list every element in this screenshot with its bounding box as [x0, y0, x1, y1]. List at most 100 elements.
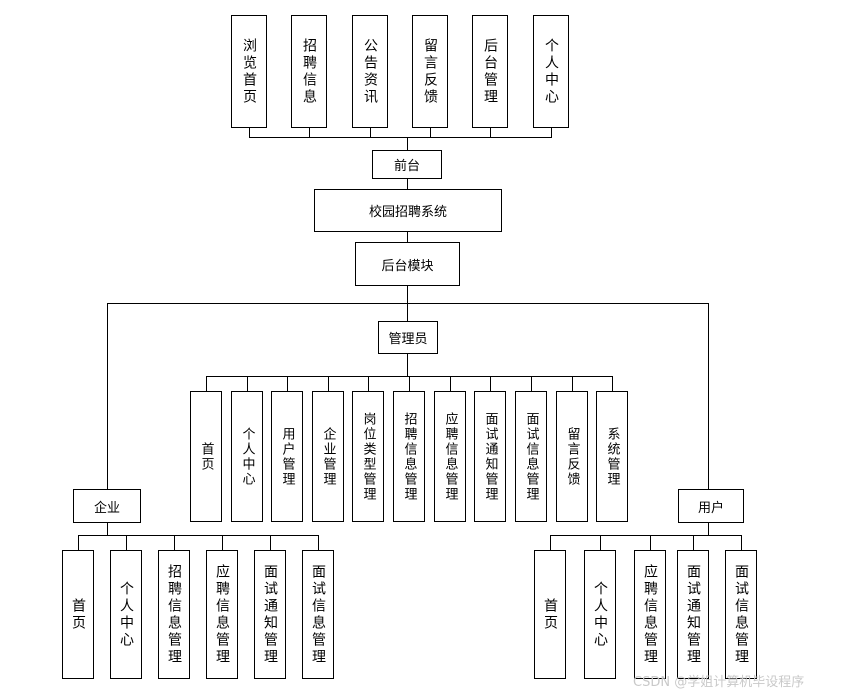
connector — [409, 376, 410, 391]
frontend-item-recruitment-info: 招聘信息 — [291, 15, 327, 128]
connector — [407, 179, 408, 189]
admin-item-label: 首页 — [198, 441, 214, 472]
connector — [708, 303, 709, 489]
connector — [430, 128, 431, 137]
frontend-item-personal-center: 个人中心 — [533, 15, 569, 128]
connector — [600, 535, 601, 550]
connector — [407, 354, 408, 376]
admin-item-system-management: 系统管理 — [596, 391, 628, 522]
connector — [450, 376, 451, 391]
connector — [249, 128, 250, 137]
user-item-home: 首页 — [534, 550, 566, 679]
admin-item-label: 留言反馈 — [564, 426, 580, 487]
connector — [247, 376, 248, 391]
user-item-label: 首页 — [542, 597, 558, 632]
admin-item-label: 招聘信息管理 — [401, 411, 417, 502]
connector — [107, 303, 108, 489]
admin-item-company-management: 企业管理 — [312, 391, 344, 522]
connector — [550, 535, 551, 550]
admin-node: 管理员 — [378, 321, 438, 354]
frontend-item-label: 招聘信息 — [301, 37, 317, 106]
connector — [206, 376, 207, 391]
connector — [693, 535, 694, 550]
admin-item-label: 岗位类型管理 — [360, 411, 376, 502]
company-node: 企业 — [73, 489, 141, 523]
connector — [368, 376, 369, 391]
system-root-node: 校园招聘系统 — [314, 189, 502, 232]
connector — [270, 535, 271, 550]
connector — [287, 376, 288, 391]
backend-node: 后台模块 — [355, 242, 460, 286]
admin-item-label: 个人中心 — [239, 426, 255, 487]
frontend-item-browse-home: 浏览首页 — [231, 15, 267, 128]
connector — [550, 535, 742, 536]
admin-item-label: 应聘信息管理 — [442, 411, 458, 502]
connector — [249, 137, 552, 138]
user-node: 用户 — [678, 489, 744, 523]
user-item-interview-notice-management: 面试通知管理 — [677, 550, 709, 679]
connector — [126, 535, 127, 550]
connector — [407, 232, 408, 242]
connector — [551, 128, 552, 137]
connector — [328, 376, 329, 391]
admin-item-label: 面试信息管理 — [523, 411, 539, 502]
company-item-interview-info-management: 面试信息管理 — [302, 550, 334, 679]
connector — [78, 535, 319, 536]
admin-item-user-management: 用户管理 — [271, 391, 303, 522]
connector — [370, 128, 371, 137]
watermark: CSDN @学姐计算机毕设程序 — [633, 675, 805, 690]
admin-item-personal-center: 个人中心 — [231, 391, 263, 522]
frontend-item-label: 留言反馈 — [422, 37, 438, 106]
connector — [222, 535, 223, 550]
admin-item-label: 面试通知管理 — [482, 411, 498, 502]
user-item-label: 应聘信息管理 — [642, 563, 658, 666]
company-item-label: 面试信息管理 — [310, 563, 326, 666]
admin-item-job-type-management: 岗位类型管理 — [352, 391, 384, 522]
admin-item-feedback: 留言反馈 — [556, 391, 588, 522]
connector — [708, 523, 709, 535]
admin-item-application-info-management: 应聘信息管理 — [434, 391, 466, 522]
connector — [78, 535, 79, 550]
admin-item-label: 系统管理 — [604, 426, 620, 487]
connector — [407, 137, 408, 150]
connector — [490, 128, 491, 137]
frontend-item-announcements: 公告资讯 — [352, 15, 388, 128]
connector — [650, 535, 651, 550]
connector — [741, 535, 742, 550]
frontend-item-label: 后台管理 — [482, 37, 498, 106]
connector — [309, 128, 310, 137]
frontend-item-label: 公告资讯 — [362, 37, 378, 106]
frontend-item-backend-management: 后台管理 — [472, 15, 508, 128]
company-item-label: 应聘信息管理 — [214, 563, 230, 666]
user-item-interview-info-management: 面试信息管理 — [725, 550, 757, 679]
company-item-label: 首页 — [70, 597, 86, 632]
admin-item-label: 企业管理 — [320, 426, 336, 487]
admin-item-home: 首页 — [190, 391, 222, 522]
company-item-recruitment-info-management: 招聘信息管理 — [158, 550, 190, 679]
frontend-item-label: 浏览首页 — [241, 37, 257, 106]
user-item-label: 面试通知管理 — [685, 563, 701, 666]
user-item-personal-center: 个人中心 — [584, 550, 616, 679]
company-item-label: 面试通知管理 — [262, 563, 278, 666]
admin-item-recruitment-info-management: 招聘信息管理 — [393, 391, 425, 522]
connector — [174, 535, 175, 550]
company-item-personal-center: 个人中心 — [110, 550, 142, 679]
user-item-label: 个人中心 — [592, 580, 608, 649]
frontend-item-label: 个人中心 — [543, 37, 559, 106]
company-item-label: 个人中心 — [118, 580, 134, 649]
admin-item-label: 用户管理 — [279, 426, 295, 487]
connector — [612, 376, 613, 391]
user-item-application-info-management: 应聘信息管理 — [634, 550, 666, 679]
connector — [531, 376, 532, 391]
frontend-node: 前台 — [372, 150, 442, 179]
frontend-item-feedback: 留言反馈 — [412, 15, 448, 128]
connector — [107, 523, 108, 535]
company-item-home: 首页 — [62, 550, 94, 679]
admin-item-interview-notice-management: 面试通知管理 — [474, 391, 506, 522]
user-item-label: 面试信息管理 — [733, 563, 749, 666]
company-item-label: 招聘信息管理 — [166, 563, 182, 666]
company-item-application-info-management: 应聘信息管理 — [206, 550, 238, 679]
connector — [490, 376, 491, 391]
connector — [318, 535, 319, 550]
